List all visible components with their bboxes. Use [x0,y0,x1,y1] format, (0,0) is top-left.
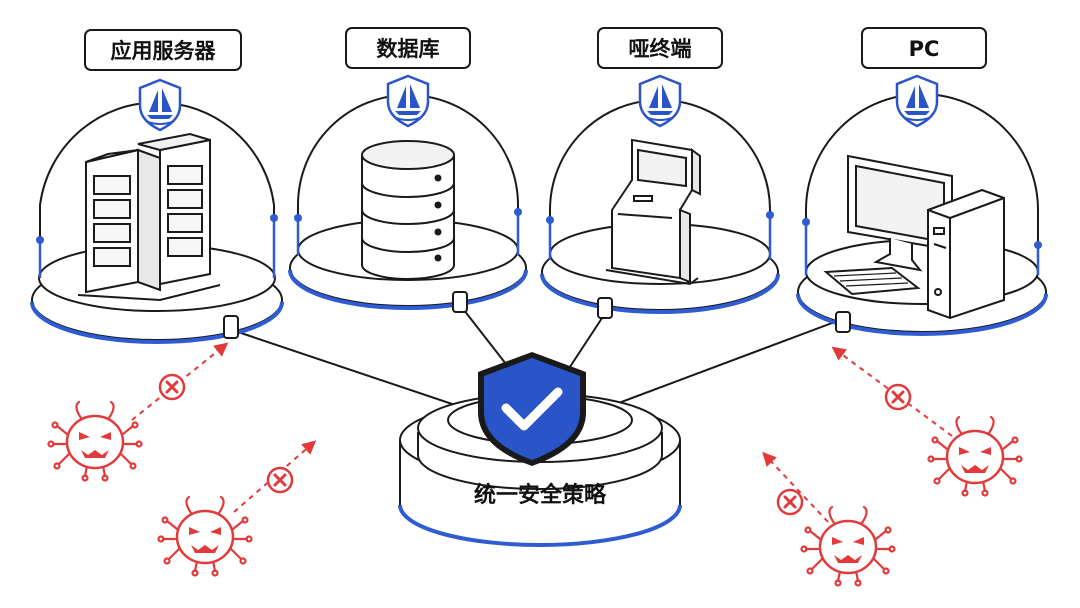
node-label: 数据库 [377,37,440,61]
node-database: 数据库 [288,27,528,313]
label-box [84,29,242,71]
virus-bug-icon [47,400,143,482]
blocked-x-icon [884,383,912,411]
hub-unified-security-policy: 统一安全策略 [398,352,682,547]
blocked-x-icon [776,488,804,516]
node-label: 哑终端 [629,37,692,61]
node-dumb-terminal: 哑终端 [540,27,780,319]
server-rack-icon [77,132,221,302]
database-icon [361,140,455,280]
virus-bug-icon [800,505,896,587]
threats [47,342,1023,587]
kiosk-terminal-icon [605,138,701,286]
node-app-server: 应用服务器 [30,29,284,344]
shield-check-icon [478,352,586,466]
desktop-pc-icon [823,154,1005,320]
label-box [345,27,471,69]
label-box [861,27,987,69]
blocked-x-icon [266,466,294,494]
blocked-x-icon [158,373,186,401]
label-box [597,27,723,69]
node-label: 应用服务器 [111,39,217,63]
hub-label: 统一安全策略 [474,482,607,508]
node-pc: PC [796,27,1048,336]
connector-lines [231,304,841,411]
node-label: PC [909,37,940,61]
